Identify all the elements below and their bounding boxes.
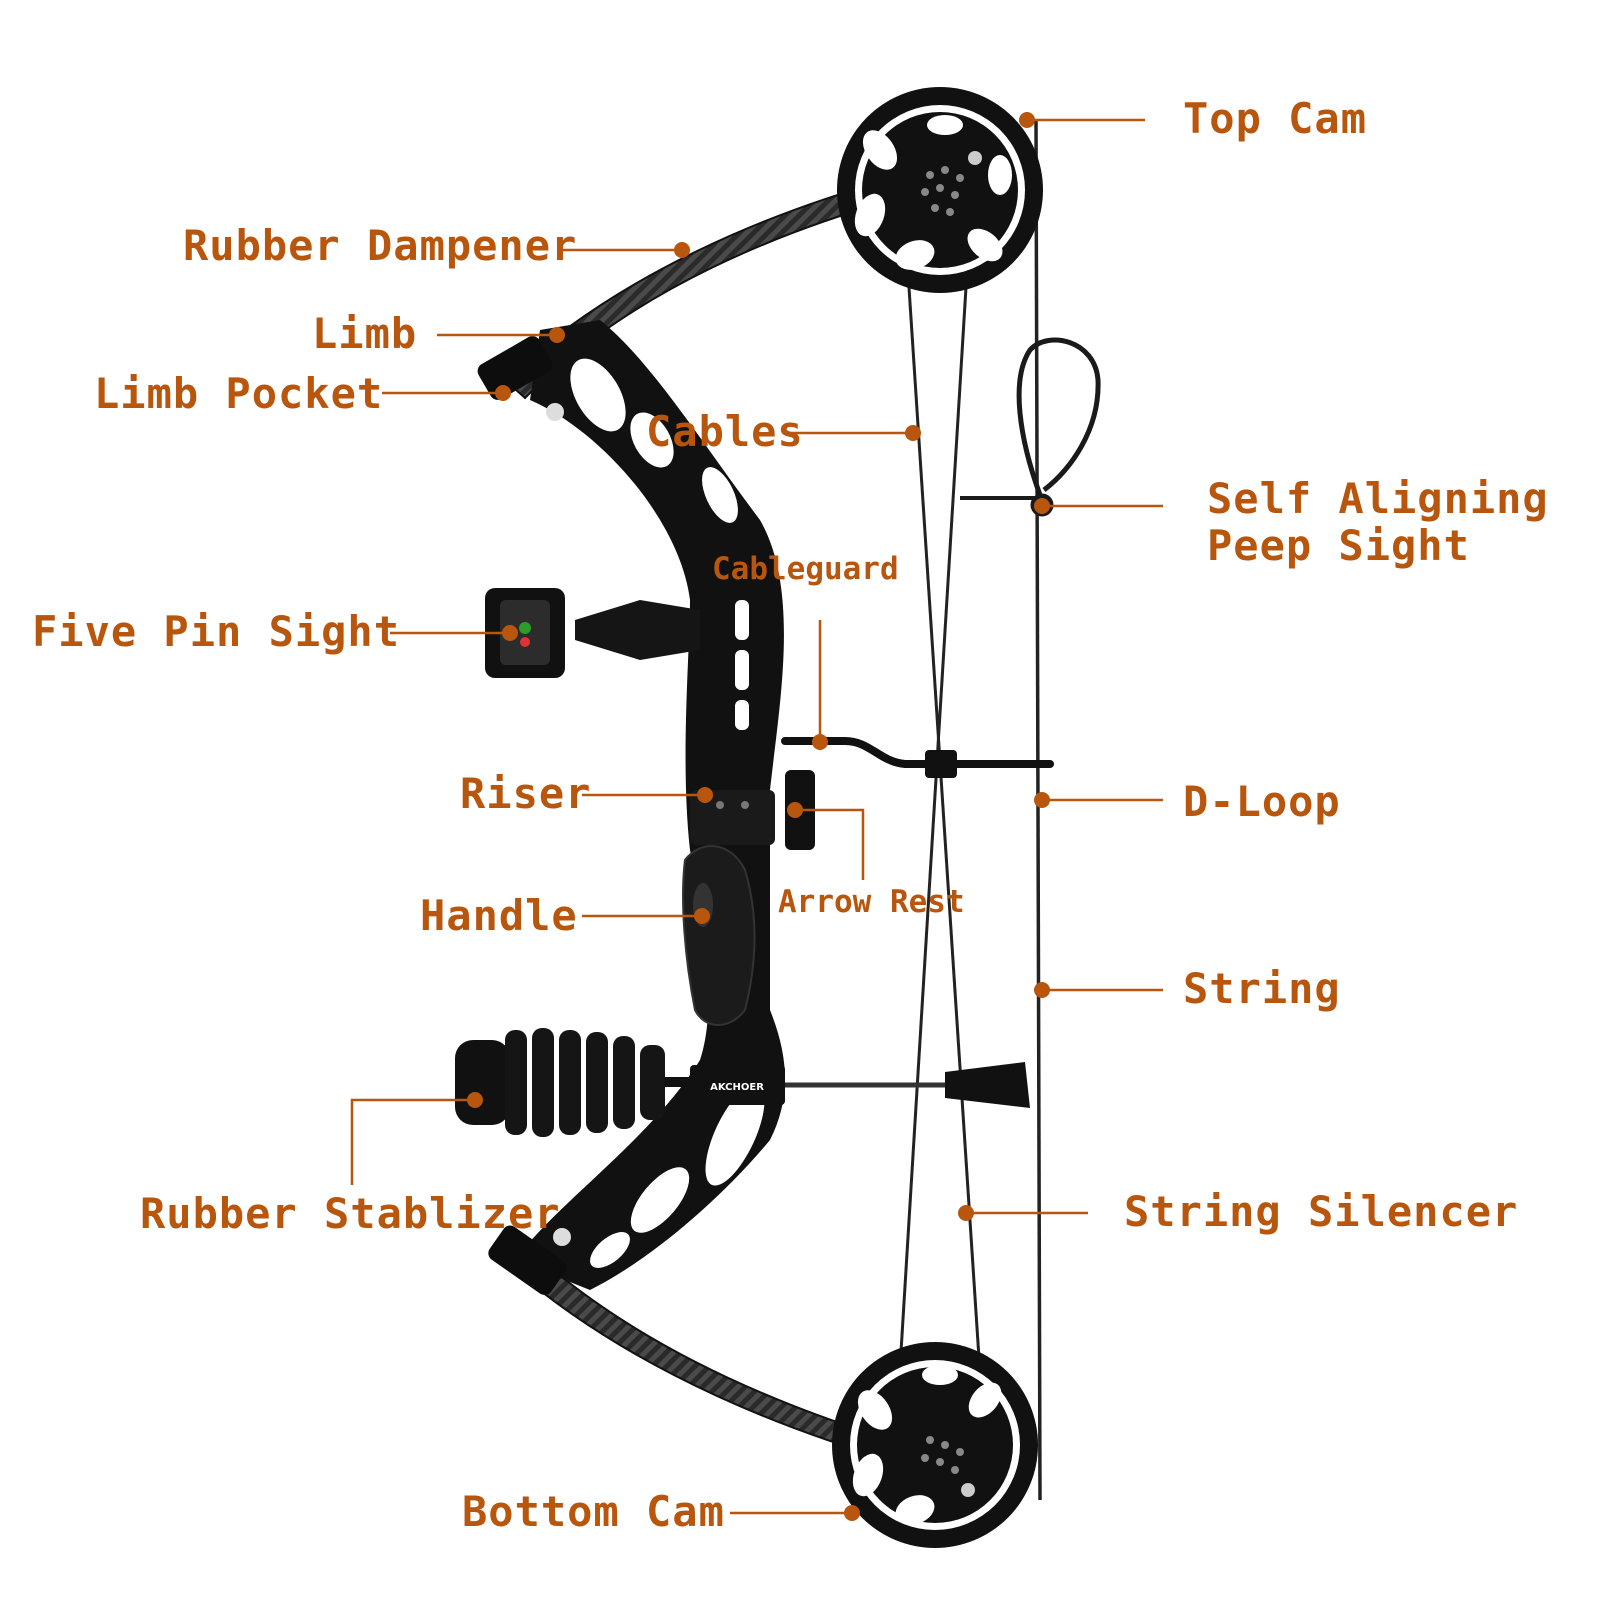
leader-arrow-rest bbox=[795, 808, 865, 880]
label-cables: Cables bbox=[646, 407, 804, 456]
top-cam bbox=[837, 87, 1043, 293]
label-string-silencer: String Silencer bbox=[1124, 1187, 1519, 1236]
peep-sight-loop bbox=[960, 337, 1101, 517]
dot-peep-sight bbox=[1034, 498, 1050, 514]
label-limb: Limb bbox=[312, 309, 418, 358]
label-bottom-cam: Bottom Cam bbox=[462, 1487, 725, 1536]
label-rubber-stabilizer: Rubber Stablizer bbox=[140, 1189, 561, 1238]
cableguard-rod bbox=[781, 737, 1054, 778]
dot-string bbox=[1034, 982, 1050, 998]
bow-string-and-cables bbox=[893, 119, 1042, 1501]
bottom-cam bbox=[832, 1342, 1038, 1548]
dot-bottom-cam bbox=[844, 1505, 860, 1521]
label-string: String bbox=[1183, 964, 1341, 1013]
five-pin-sight bbox=[485, 588, 700, 678]
arrow-rest bbox=[690, 770, 815, 850]
leader-dots bbox=[467, 112, 1050, 1521]
label-cableguard: Cableguard bbox=[712, 551, 899, 587]
dot-rubber-stabilizer bbox=[467, 1092, 483, 1108]
leader-lines bbox=[350, 118, 1163, 1515]
label-peep-sight-line1: Self Aligning bbox=[1207, 474, 1549, 523]
cable-a bbox=[898, 149, 987, 1451]
handle-grip bbox=[682, 845, 756, 1026]
cable-b bbox=[893, 139, 977, 1451]
dot-riser bbox=[697, 787, 713, 803]
dot-d-loop bbox=[1034, 792, 1050, 808]
label-peep-sight-line2: Peep Sight bbox=[1207, 521, 1470, 570]
bow-string bbox=[1034, 119, 1042, 1501]
limb-pockets bbox=[477, 336, 571, 1296]
label-d-loop: D-Loop bbox=[1183, 777, 1341, 826]
dot-five-pin-sight bbox=[502, 625, 518, 641]
leader-rubber-stabilizer bbox=[350, 1098, 475, 1185]
label-handle: Handle bbox=[420, 891, 578, 940]
label-rubber-dampener: Rubber Dampener bbox=[183, 221, 578, 270]
dot-limb-pocket bbox=[495, 385, 511, 401]
dot-string-silencer bbox=[958, 1205, 974, 1221]
dot-arrow-rest bbox=[787, 802, 803, 818]
riser bbox=[515, 320, 785, 1290]
dot-cables bbox=[905, 425, 921, 441]
dot-top-cam bbox=[1019, 112, 1035, 128]
label-top-cam: Top Cam bbox=[1183, 94, 1368, 143]
dot-cableguard bbox=[812, 734, 828, 750]
label-riser: Riser bbox=[460, 769, 592, 818]
dot-limb bbox=[549, 327, 565, 343]
dot-handle bbox=[694, 908, 710, 924]
label-arrow-rest: Arrow Rest bbox=[778, 884, 965, 920]
brand-logo: AKCHOER bbox=[710, 1082, 764, 1093]
label-five-pin-sight: Five Pin Sight bbox=[32, 607, 401, 656]
label-limb-pocket: Limb Pocket bbox=[94, 369, 384, 418]
dot-rubber-dampener bbox=[674, 242, 690, 258]
front-rod: AKCHOER bbox=[690, 1062, 1030, 1108]
